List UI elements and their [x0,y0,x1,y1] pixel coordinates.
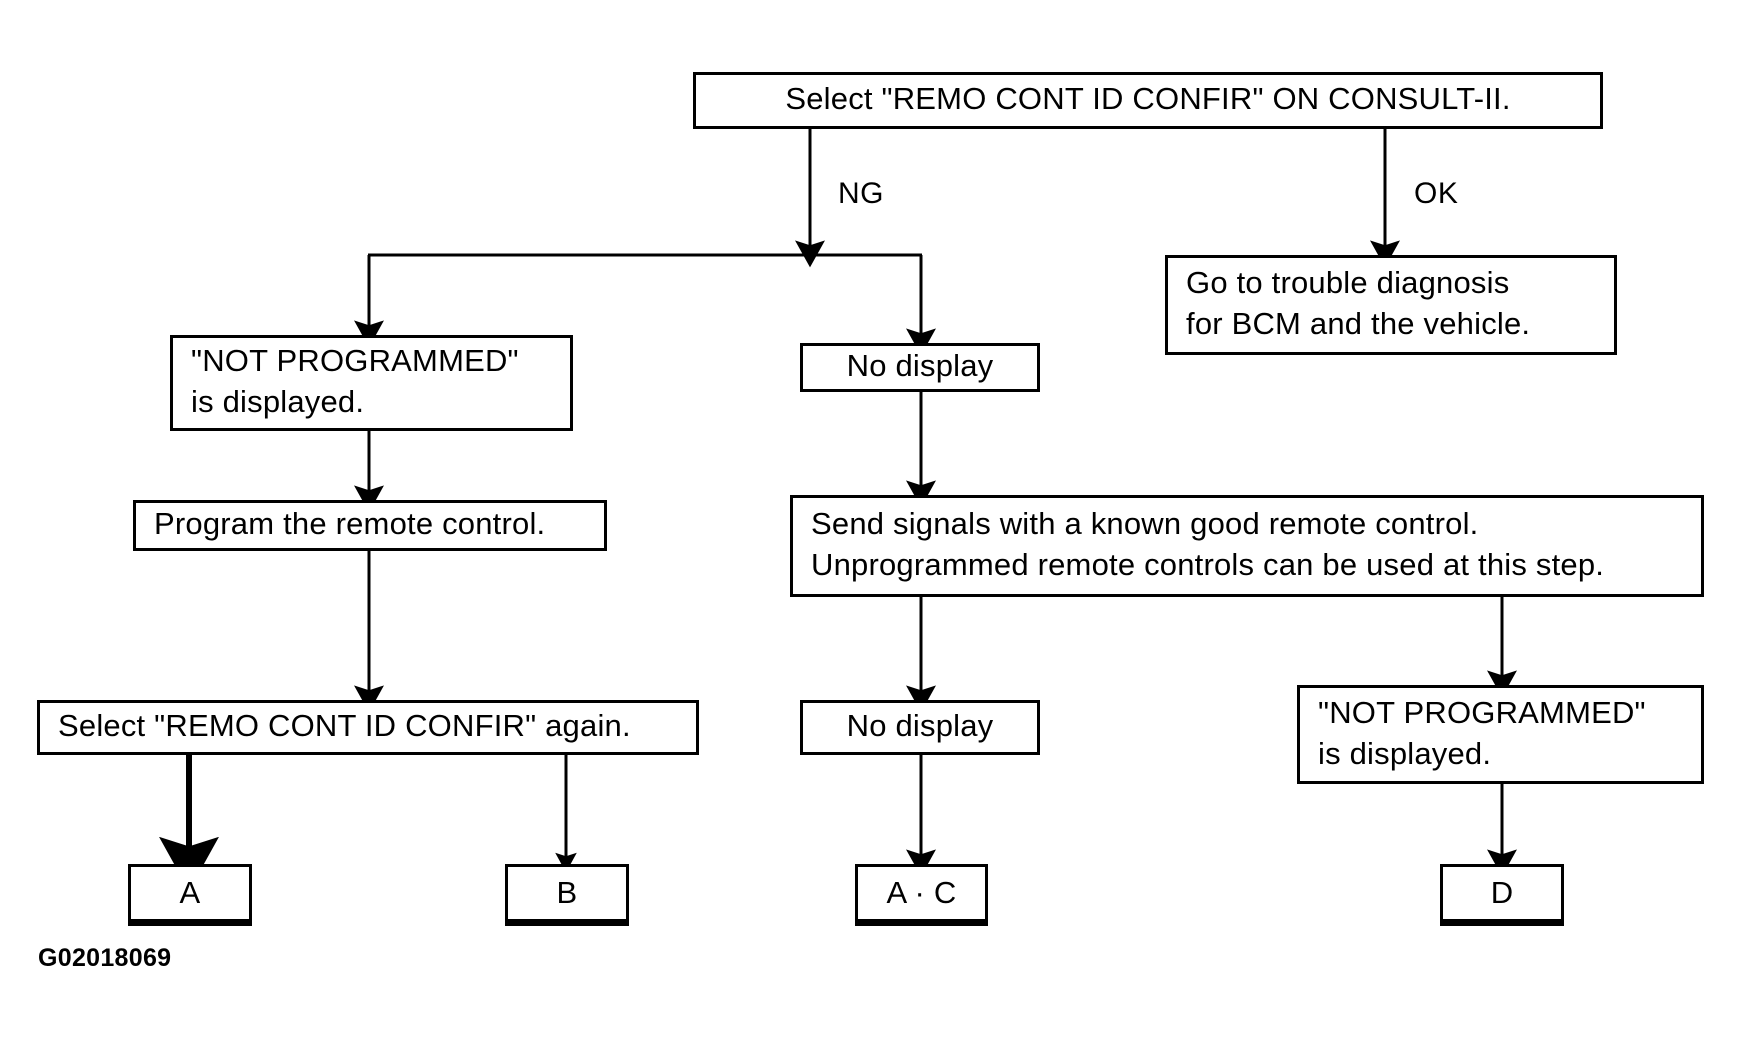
node-terminal-d-label: D [1490,874,1514,910]
node-no-display-upper: No display [800,343,1040,392]
node-go-to-trouble-diagnosis: Go to trouble diagnosis for BCM and the … [1165,255,1617,355]
node-go-to-trouble-diagnosis-label: Go to trouble diagnosis for BCM and the … [1186,265,1531,341]
node-not-programmed-left-label: "NOT PROGRAMMED" is displayed. [191,343,519,419]
node-send-signals-label: Send signals with a known good remote co… [811,506,1605,582]
node-terminal-ac: A · C [855,864,988,926]
figure-code-caption: G02018069 [38,944,172,972]
node-start-label: Select "REMO CONT ID CONFIR" ON CONSULT-… [785,81,1511,117]
node-terminal-d: D [1440,864,1564,926]
node-no-display-lower: No display [800,700,1040,755]
node-terminal-a-label: A [179,874,201,910]
node-not-programmed-right: "NOT PROGRAMMED" is displayed. [1297,685,1704,784]
edge-label-ng: NG [838,177,884,210]
edge-label-ok: OK [1414,177,1459,210]
node-terminal-a: A [128,864,252,926]
node-terminal-b: B [505,864,629,926]
node-terminal-ac-label: A · C [886,874,957,910]
node-program-remote-label: Program the remote control. [154,506,546,542]
node-no-display-lower-label: No display [846,708,994,744]
node-not-programmed-right-label: "NOT PROGRAMMED" is displayed. [1318,694,1646,771]
node-no-display-upper-label: No display [846,348,994,384]
node-program-remote: Program the remote control. [133,500,607,551]
node-terminal-b-label: B [556,874,578,910]
node-select-again: Select "REMO CONT ID CONFIR" again. [37,700,699,755]
node-start: Select "REMO CONT ID CONFIR" ON CONSULT-… [693,72,1603,129]
node-send-signals: Send signals with a known good remote co… [790,495,1704,597]
node-not-programmed-left: "NOT PROGRAMMED" is displayed. [170,335,573,431]
node-select-again-label: Select "REMO CONT ID CONFIR" again. [58,708,631,744]
